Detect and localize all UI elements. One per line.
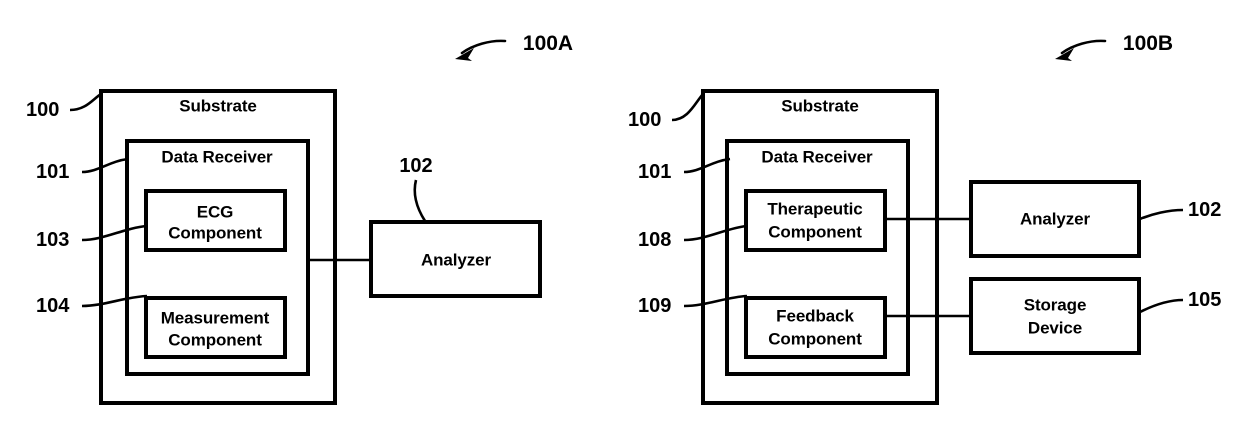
feedback-component-label-line2: Component: [768, 329, 862, 349]
leader-ref-101: [683, 157, 731, 174]
analyzer-label: Analyzer: [420, 250, 492, 270]
ref-number-103: 103: [36, 228, 70, 251]
measurement-component-label-line2: Component: [168, 330, 262, 350]
therapeutic-component-label-line2: Component: [768, 222, 862, 242]
ecg-component-label-line2: Component: [168, 223, 262, 243]
measurement-component-box: [144, 296, 287, 359]
ref-number-102: 102: [1188, 198, 1222, 221]
feedback-component-box: [744, 296, 887, 359]
leader-ref-109: [683, 294, 748, 308]
substrate-label: Substrate: [781, 96, 859, 116]
figure-100b-arrow: [1055, 39, 1107, 61]
ecg-component-label-line1: ECG: [196, 202, 234, 222]
ecg-component-box: [144, 189, 287, 252]
data-receiver-label: Data Receiver: [161, 147, 273, 167]
measurement-component-label-line1: Measurement: [160, 308, 270, 328]
ref-number-108: 108: [638, 228, 672, 251]
leader-ref-100: [69, 92, 102, 112]
data-receiver-label: Data Receiver: [761, 147, 873, 167]
figure-100a-graphics: [69, 39, 542, 405]
ref-number-105: 105: [1188, 288, 1222, 311]
storage-device-label-line2: Device: [1027, 318, 1083, 338]
storage-device-label-line1: Storage: [1023, 295, 1087, 315]
substrate-box: [99, 89, 337, 405]
leader-ref-108: [683, 224, 748, 242]
leader-ref-104: [81, 294, 148, 308]
analyzer-label: Analyzer: [1019, 209, 1091, 229]
substrate-box: [701, 89, 939, 405]
ref-number-104: 104: [36, 294, 70, 317]
figure-100b-graphics: [671, 39, 1184, 405]
therapeutic-component-label-line1: Therapeutic: [767, 199, 863, 219]
therapeutic-component-box: [744, 189, 887, 252]
leader-ref-103: [81, 224, 148, 242]
figure-100a-arrow: [455, 39, 507, 61]
data-receiver-box: [125, 139, 310, 376]
substrate-label: Substrate: [179, 96, 257, 116]
ref-number-109: 109: [638, 294, 672, 317]
leader-ref-105: [1139, 298, 1184, 314]
leader-ref-100: [671, 93, 704, 122]
ref-number-101: 101: [638, 160, 672, 183]
ref-number-102: 102: [399, 154, 433, 177]
figure-tag-100a: 100A: [522, 32, 574, 56]
leader-ref-101: [81, 157, 129, 174]
figure-tag-100b: 100B: [1122, 32, 1174, 56]
storage-device-box: [969, 277, 1141, 355]
ref-number-101: 101: [36, 160, 70, 183]
ref-number-100: 100: [26, 98, 60, 121]
data-receiver-box: [725, 139, 910, 376]
leader-ref-102-left: [413, 179, 427, 222]
leader-ref-102-right: [1139, 208, 1184, 221]
feedback-component-label-line1: Feedback: [776, 306, 854, 326]
ref-number-100: 100: [628, 108, 662, 131]
